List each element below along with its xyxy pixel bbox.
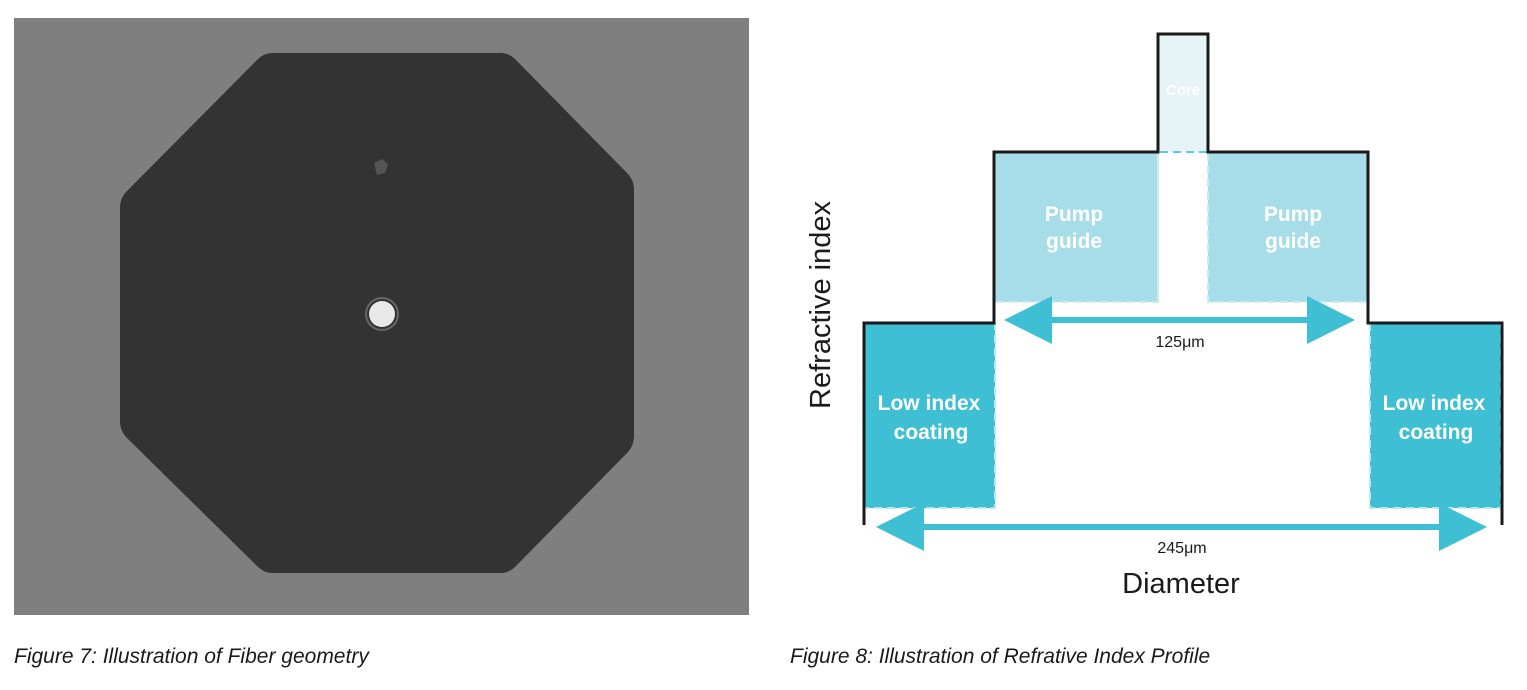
outer-diameter-label: 245μm <box>1157 540 1206 557</box>
coating-left-label-line2: coating <box>894 421 969 444</box>
fiber-core-glow <box>365 297 399 331</box>
pump-guide-right-label-line2: guide <box>1265 230 1321 253</box>
coating-right-label-line1: Low index <box>1383 392 1486 415</box>
pump-guide-region-right <box>1207 151 1369 303</box>
pump-guide-left-label-line2: guide <box>1046 230 1102 253</box>
fiber-core <box>369 301 395 327</box>
x-axis-label: Diameter <box>1122 568 1240 600</box>
figure-7-caption: Figure 7: Illustration of Fiber geometry <box>14 645 369 668</box>
index-profile-outline <box>862 32 1504 525</box>
figure-8-caption: Figure 8: Illustration of Refrative Inde… <box>790 645 1211 668</box>
pump-guide-right-label-line1: Pump <box>1264 203 1322 226</box>
core-label: Core <box>1166 82 1200 99</box>
pump-guide-region-left <box>993 151 1159 303</box>
coating-region-right <box>1369 322 1502 509</box>
coating-right-label-line2: coating <box>1399 421 1474 444</box>
fiber-geometry-figure <box>14 18 749 615</box>
pump-guide-left-label-line1: Pump <box>1045 203 1103 226</box>
coating-region-left <box>863 322 996 509</box>
y-axis-label: Refractive index <box>805 201 837 409</box>
refractive-index-profile-figure: Core Pump guide Pump guide Low index coa… <box>805 32 1504 600</box>
coating-left-label-line1: Low index <box>878 392 981 415</box>
dust-speck <box>374 159 388 175</box>
inner-diameter-label: 125μm <box>1155 334 1204 351</box>
